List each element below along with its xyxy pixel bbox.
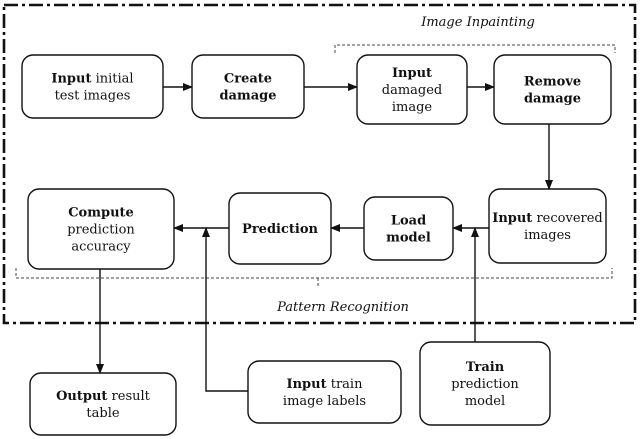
node-box-remove-damage <box>493 54 612 125</box>
node-label-line: Remove <box>524 74 581 89</box>
node-label-segment: train <box>327 377 363 392</box>
node-label-line: Prediction <box>242 222 318 237</box>
node-label-line: Input <box>392 66 432 81</box>
node-label-segment: test images <box>55 88 131 103</box>
node-box-load-model <box>363 196 454 261</box>
node-remove-damage: Remove damage <box>493 54 612 125</box>
node-box-input-damaged <box>356 54 468 125</box>
node-label-line: Compute <box>68 205 134 220</box>
node-label-segment: table <box>86 406 119 421</box>
edge-labels-to-prediction <box>202 227 248 392</box>
node-label-line: damage <box>524 91 581 106</box>
node-label-segment: model <box>386 230 431 245</box>
node-label-line: image labels <box>283 394 366 409</box>
node-label-line: model <box>465 394 505 409</box>
node-label-line: damaged <box>382 83 443 98</box>
node-label-line: prediction <box>67 222 135 237</box>
node-label-segment: Prediction <box>242 222 318 237</box>
node-box-train-model <box>419 341 551 426</box>
node-label-segment: Load <box>391 213 426 228</box>
node-input-damaged: Input damaged image <box>356 54 468 125</box>
node-label-line: Load <box>391 213 426 228</box>
node-label-line: Train <box>466 360 505 375</box>
node-label-line: Input train <box>287 377 364 392</box>
node-label-segment: image labels <box>283 394 366 409</box>
node-label-segment: prediction <box>451 377 519 392</box>
node-label-segment: images <box>524 228 571 243</box>
node-label-segment: Compute <box>68 205 134 220</box>
node-label-segment: Input <box>392 66 432 81</box>
pattern-recognition-bracket <box>15 268 613 288</box>
node-label-line: accuracy <box>71 239 131 254</box>
node-input-initial: Input initial test images <box>21 54 164 119</box>
node-label-segment: Output <box>56 389 107 404</box>
node-label-line: Input recovered <box>492 211 603 226</box>
image-inpainting-label: Image Inpainting <box>420 15 535 30</box>
node-label-segment: initial <box>91 71 133 86</box>
node-output-result: Output result table <box>29 372 177 436</box>
flowchart-edges <box>96 83 553 392</box>
node-label-segment: image <box>392 100 433 115</box>
node-train-model: Train prediction model <box>419 341 551 426</box>
node-box-input-recovered <box>488 188 607 264</box>
node-box-create-damage <box>191 54 305 119</box>
image-inpainting-bracket <box>334 44 616 53</box>
node-label-line: Create <box>224 71 272 86</box>
node-label-segment: damage <box>219 88 276 103</box>
node-label-segment: accuracy <box>71 239 131 254</box>
node-label-segment: Create <box>224 71 272 86</box>
node-load-model: Load model <box>363 196 454 261</box>
node-create-damage: Create damage <box>191 54 305 119</box>
pattern-recognition-label: Pattern Recognition <box>276 300 409 315</box>
node-prediction: Prediction <box>228 192 332 265</box>
node-label-line: prediction <box>451 377 519 392</box>
node-label-line: damage <box>219 88 276 103</box>
node-label-line: image <box>392 100 433 115</box>
node-input-train-labels: Input train image labels <box>247 360 402 424</box>
node-box-prediction <box>228 192 332 265</box>
node-box-compute-accuracy <box>27 188 175 270</box>
node-label-segment: Remove <box>524 74 581 89</box>
node-label-line: test images <box>55 88 131 103</box>
node-compute-accuracy: Compute prediction accuracy <box>27 188 175 270</box>
node-label-segment: Input <box>492 211 532 226</box>
node-input-recovered: Input recovered images <box>488 188 607 264</box>
node-box-output-result <box>29 372 177 436</box>
node-label-line: table <box>86 406 119 421</box>
node-label-line: Input initial <box>51 71 133 86</box>
node-label-segment: damage <box>524 91 581 106</box>
node-label-segment: Input <box>287 377 327 392</box>
node-label-segment: prediction <box>67 222 135 237</box>
node-label-line: Output result <box>56 389 151 404</box>
node-label-segment: recovered <box>532 211 602 226</box>
outer-dashdot-frame <box>2 3 637 325</box>
node-label-segment: Input <box>51 71 91 86</box>
node-label-segment: Train <box>466 360 505 375</box>
node-label-segment: damaged <box>382 83 443 98</box>
node-box-input-train-labels <box>247 360 402 424</box>
node-label-line: model <box>386 230 431 245</box>
node-label-segment: result <box>107 389 150 404</box>
node-label-segment: model <box>465 394 505 409</box>
node-label-line: images <box>524 228 571 243</box>
node-box-input-initial <box>21 54 164 119</box>
